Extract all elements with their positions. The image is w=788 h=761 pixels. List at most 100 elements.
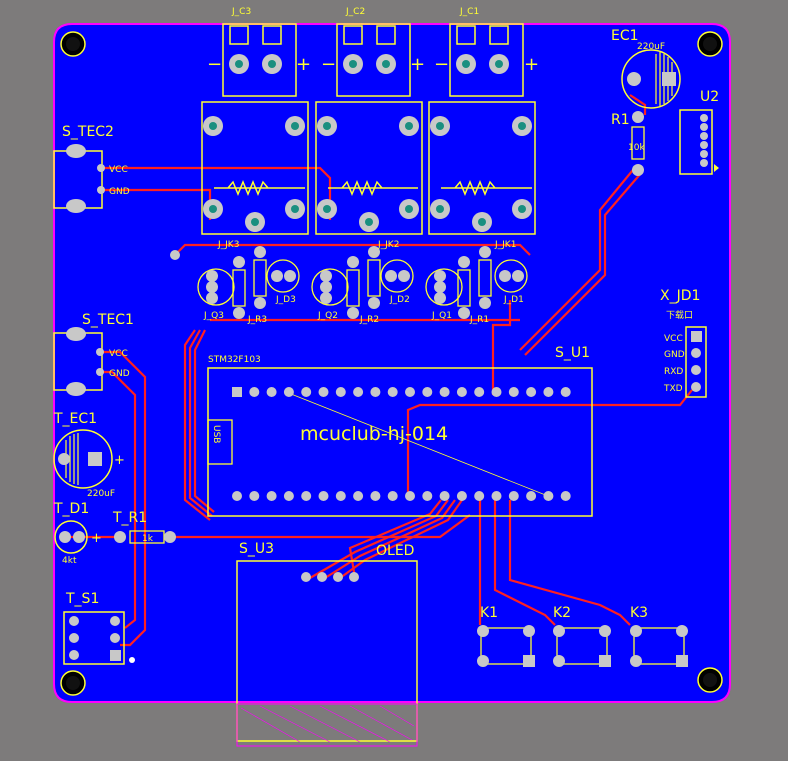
x-jd1-pin-vcc: VCC (664, 334, 683, 344)
x-jd1-sub: 下载口 (666, 309, 693, 321)
t-ec1-label: T_EC1 (53, 411, 97, 427)
mcu-pin-pad (353, 387, 364, 397)
t-r1-value: 1k (142, 534, 154, 544)
s-tec2-gnd: GND (109, 187, 130, 197)
mcu-pin-pad (456, 491, 467, 501)
ec1-label: EC1 (611, 28, 639, 44)
mcu-pin-pad (526, 387, 537, 397)
t-r1-resistor (114, 530, 176, 544)
ec1-capacitor (621, 49, 681, 109)
svg-text:J_JK2: J_JK2 (377, 240, 399, 250)
svg-text:J_C2: J_C2 (345, 7, 365, 17)
mcu-pin-pad (232, 491, 242, 501)
s-u3-oled (236, 560, 418, 747)
svg-text:J_R3: J_R3 (247, 315, 267, 325)
mcu-pins (232, 387, 571, 501)
t-d1-label: T_D1 (53, 501, 89, 517)
svg-text:J_D1: J_D1 (503, 295, 524, 305)
svg-text:J_JK1: J_JK1 (494, 240, 516, 250)
s-tec1-vcc: VCC (109, 349, 128, 359)
board-title: mcuclub-hj-014 (300, 423, 448, 445)
relay-labels: J_JK3 J_JK2 J_JK1 J_D3 J_D2 J_D1 J_R3 J_… (203, 7, 524, 325)
mcu-pin-pad (543, 387, 554, 397)
mcu-pin-pad (405, 491, 415, 501)
r1-label: R1 (611, 112, 630, 128)
mcu-pin-pad (422, 491, 433, 501)
mcu-pin-pad (543, 491, 554, 501)
mcu-pin-pad (560, 491, 571, 501)
k2-label: K2 (553, 605, 571, 621)
svg-text:J_Q3: J_Q3 (203, 311, 224, 321)
t-ec1-value: 220uF (87, 489, 115, 499)
u2-label: U2 (700, 89, 719, 105)
x-jd1-pin-txd: TXD (663, 384, 683, 394)
mcu-pin-pad (439, 491, 450, 501)
mcu-pin-pad (249, 491, 260, 501)
r1-resistor (631, 111, 645, 176)
t-s1-switch (63, 611, 135, 665)
oled-label: OLED (376, 543, 414, 559)
t-d1-value: 4kt (62, 556, 77, 566)
mcu-pin-pad (491, 491, 502, 501)
t-r1-label: T_R1 (112, 510, 147, 526)
mcu-pin-pad (318, 387, 329, 397)
x-jd1-pin-rxd: RXD (664, 367, 683, 377)
svg-text:+: + (410, 54, 425, 75)
t-d1-led (54, 520, 88, 554)
driver-pads (170, 246, 524, 319)
k3-label: K3 (630, 605, 648, 621)
svg-text:−: − (434, 54, 449, 75)
terminal-pads (229, 54, 509, 74)
mcu-pin-pad (422, 387, 433, 397)
mcu-pin-pad (266, 387, 277, 397)
mcu-pin-pad (301, 491, 312, 501)
mcu-pin-pad (508, 491, 519, 501)
mcu-pin-pad (249, 387, 260, 397)
svg-text:J_JK3: J_JK3 (217, 240, 239, 250)
mcu-pin-pad (353, 491, 364, 501)
svg-text:J_D3: J_D3 (275, 295, 296, 305)
svg-text:−: − (207, 54, 222, 75)
svg-text:J_R2: J_R2 (359, 315, 379, 325)
k1-label: K1 (480, 605, 498, 621)
ec1-value: 220uF (637, 42, 665, 52)
copper-traces (60, 94, 693, 647)
t-ec1-plus: + (114, 453, 125, 468)
x-jd1-header (685, 326, 707, 398)
s-tec1-connector (53, 327, 104, 396)
s-tec2-label: S_TEC2 (62, 124, 114, 140)
s-u3-label: S_U3 (239, 541, 274, 557)
mcu-pin-pad (439, 387, 450, 397)
s-u1-mcu (207, 367, 593, 517)
mcu-pin-pad (387, 491, 398, 501)
svg-text:J_Q1: J_Q1 (431, 311, 452, 321)
mcu-pin-pad (405, 387, 415, 397)
svg-text:J_C3: J_C3 (231, 7, 251, 17)
u2-module (679, 109, 719, 175)
s-tec1-label: S_TEC1 (82, 312, 134, 328)
mcu-pin-pad (370, 387, 381, 397)
s-tec2-vcc: VCC (109, 165, 128, 175)
x-jd1-pin-gnd: GND (664, 350, 685, 360)
svg-text:+: + (296, 54, 311, 75)
mcu-pin-pad (456, 387, 467, 397)
t-d1-plus: + (91, 531, 102, 546)
x-jd1-label: X_JD1 (660, 288, 700, 304)
svg-text:+: + (524, 54, 539, 75)
mcu-pin-pad (526, 491, 537, 501)
mcu-pin-pad (508, 387, 519, 397)
s-u1-label: S_U1 (555, 345, 590, 361)
relays (201, 101, 536, 235)
driver-outlines (197, 259, 528, 307)
svg-text:J_D2: J_D2 (389, 295, 410, 305)
mcu-pin-pad (387, 387, 398, 397)
mcu-pin-pad (370, 491, 381, 501)
mcu-pin-pad (474, 387, 485, 397)
t-s1-label: T_S1 (65, 591, 99, 607)
t-ec1-capacitor (53, 429, 113, 489)
mcu-pin-pad (232, 387, 242, 397)
svg-text:J_Q2: J_Q2 (317, 311, 338, 321)
s-tec1-gnd: GND (109, 369, 130, 379)
board-outline (53, 23, 731, 703)
